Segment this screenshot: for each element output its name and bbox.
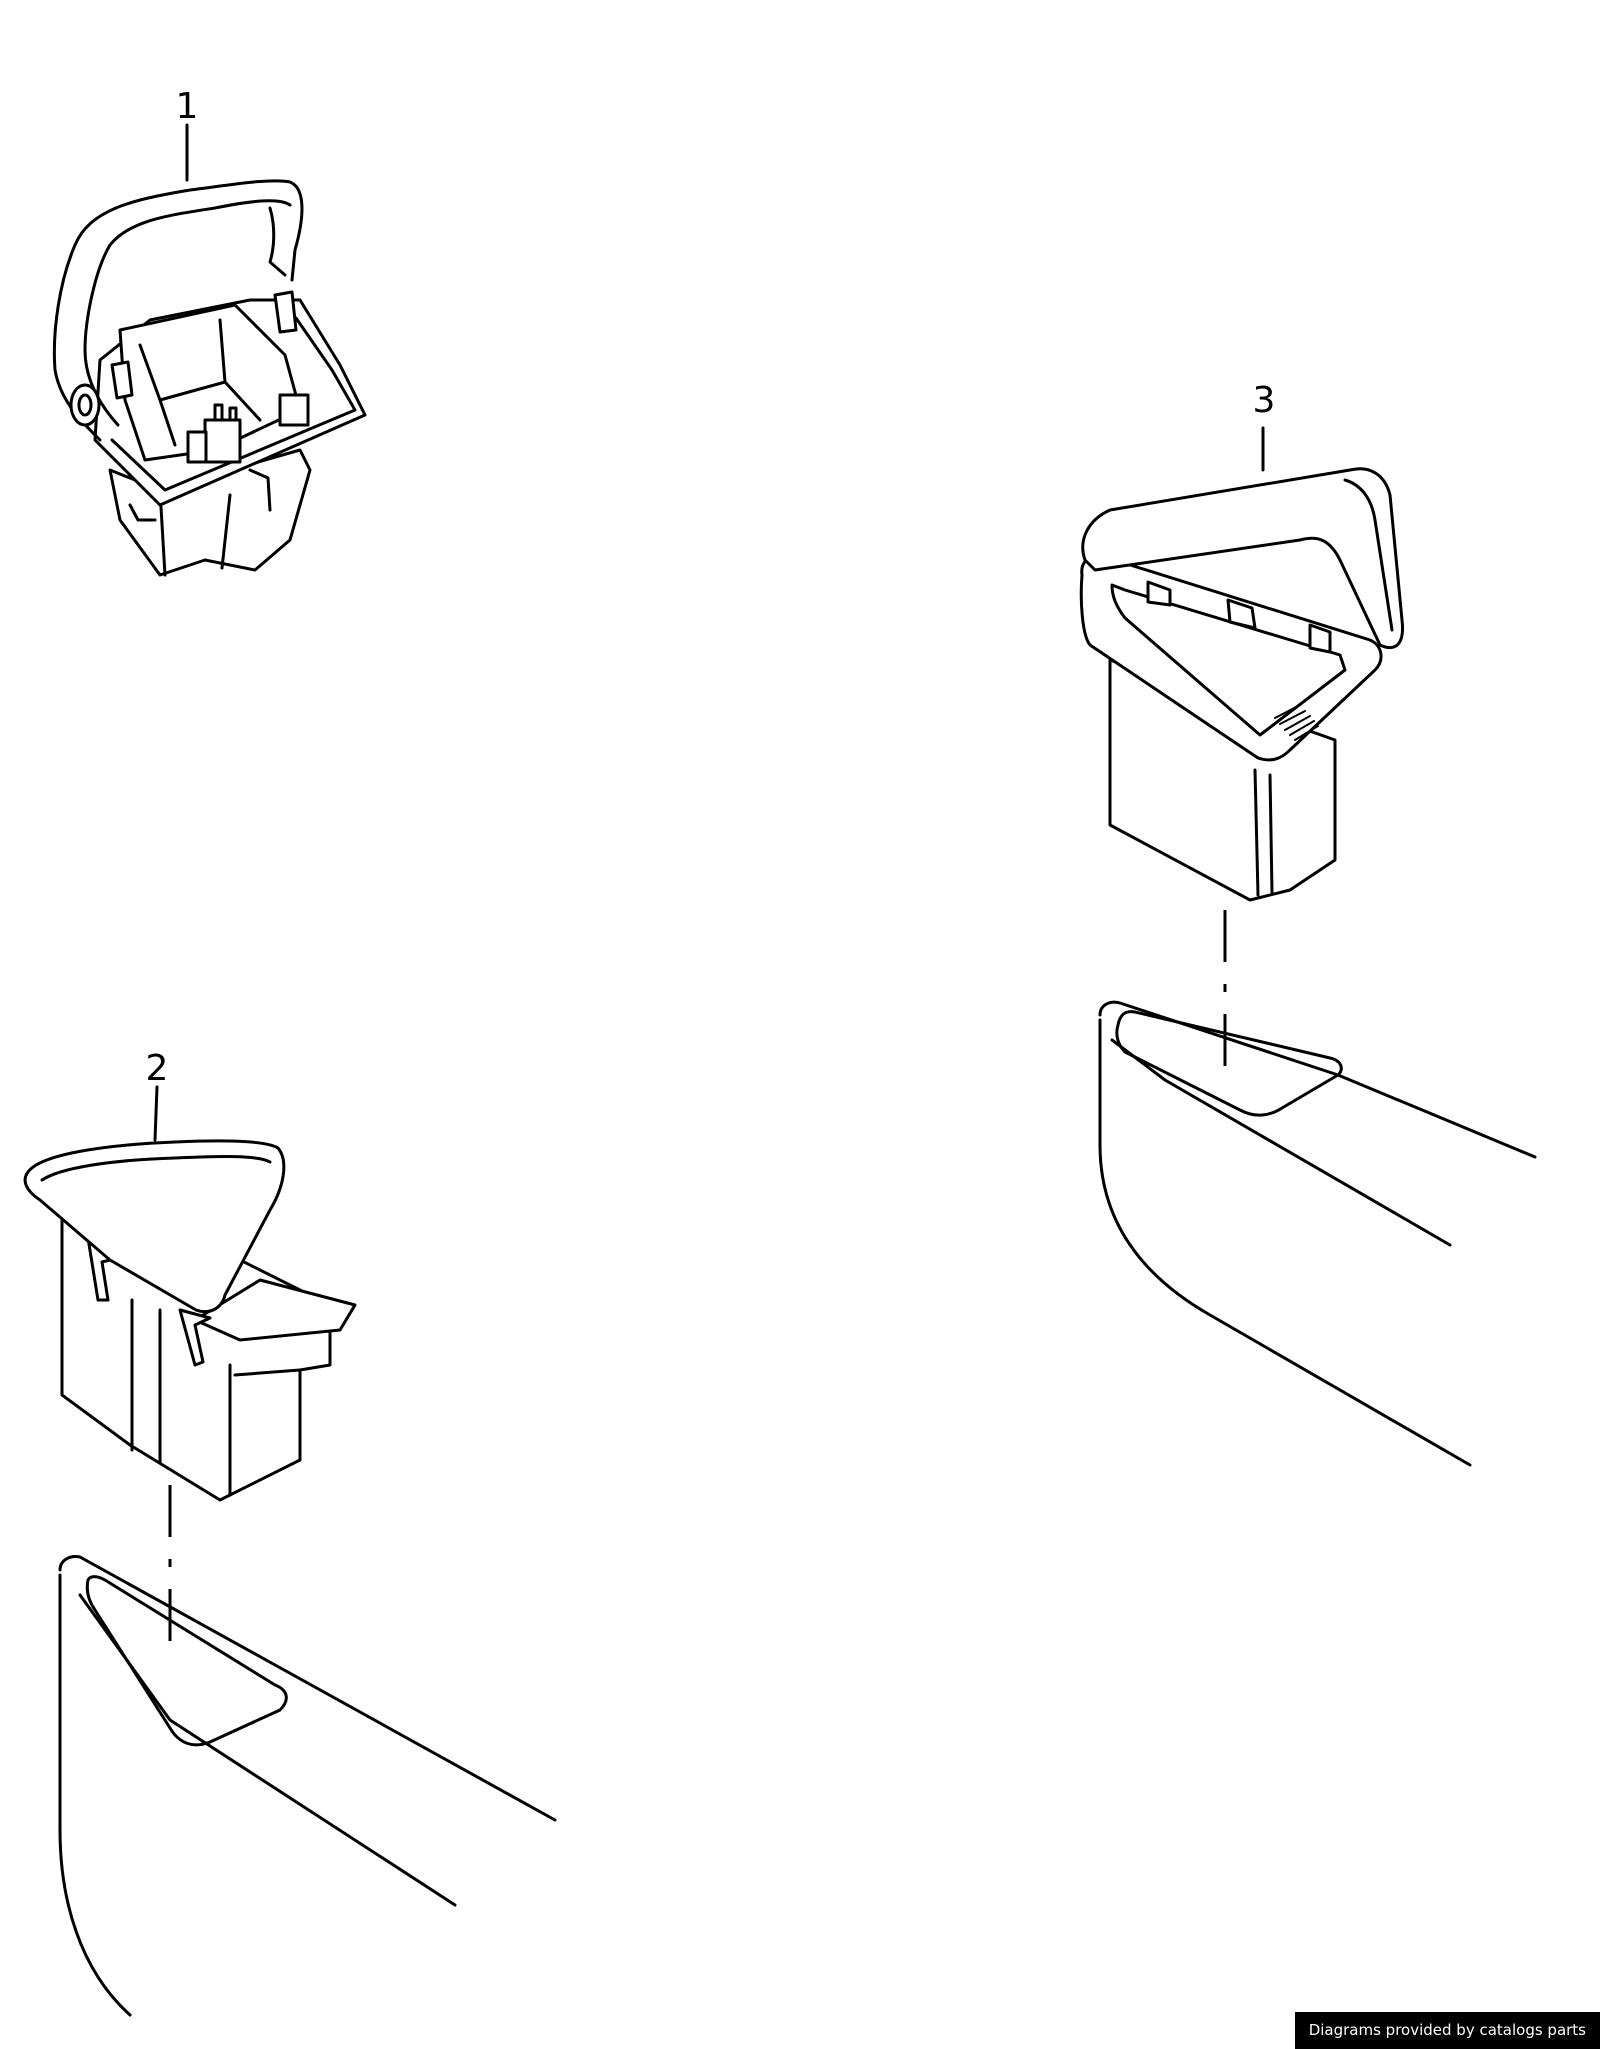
part-1-housing[interactable] [52, 179, 367, 577]
leader-line-2 [153, 1085, 159, 1142]
callout-1[interactable]: 1 [176, 86, 199, 127]
mounting-panel-left [58, 1555, 557, 2017]
part-2-ashtray[interactable] [23, 1139, 357, 1502]
part-3-ashtray[interactable] [1079, 467, 1405, 902]
callout-3[interactable]: 3 [1253, 380, 1276, 421]
credit-banner: Diagrams provided by catalogs parts [1294, 2012, 1600, 2049]
mounting-panel-right [1098, 1000, 1537, 1467]
callout-2[interactable]: 2 [146, 1048, 169, 1089]
